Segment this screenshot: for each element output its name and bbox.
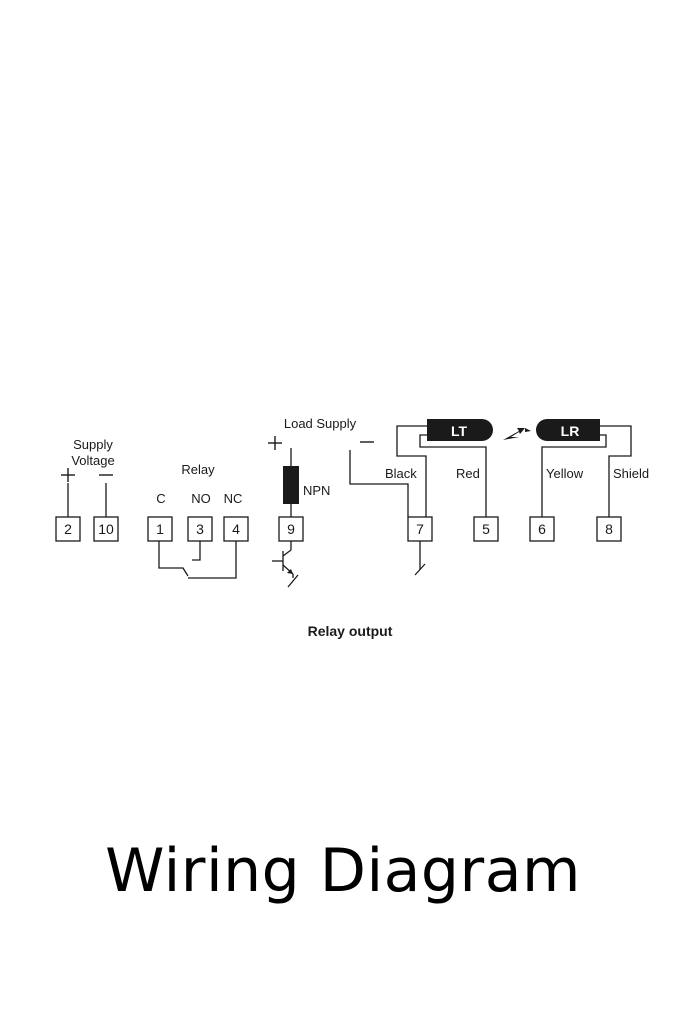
terminal-3: 3 (187, 516, 213, 542)
terminal-9: 9 (278, 516, 304, 542)
relay-label: Relay (181, 462, 215, 477)
page-title: Wiring Diagram (105, 836, 581, 906)
terminal-2: 2 (55, 516, 81, 542)
load-resistor (283, 466, 299, 504)
transmitter-label: LT (451, 423, 468, 439)
svg-text:4: 4 (232, 521, 240, 537)
diagram-caption: Relay output (308, 623, 393, 639)
terminal-4: 4 (223, 516, 249, 542)
svg-text:1: 1 (156, 521, 164, 537)
svg-text:10: 10 (98, 521, 114, 537)
load-supply-plus-sign (268, 436, 282, 450)
wire-red-label: Red (456, 466, 480, 481)
svg-text:7: 7 (416, 521, 424, 537)
svg-text:6: 6 (538, 521, 546, 537)
svg-text:8: 8 (605, 521, 613, 537)
npn-transistor-symbol (272, 541, 299, 588)
load-supply-negative-wire (349, 450, 409, 517)
light-beam-icon (503, 428, 531, 440)
relay-c-label: C (156, 491, 165, 506)
terminal-7: 7 (407, 516, 433, 542)
relay-no-label: NO (191, 491, 211, 506)
receiver-lr (536, 419, 600, 441)
relay-contact-wiring (158, 541, 237, 579)
terminal-6: 6 (529, 516, 555, 542)
ground-symbol (414, 541, 426, 576)
transmitter-lt (427, 419, 493, 441)
receiver-label: LR (561, 423, 580, 439)
load-supply-label: Load Supply (284, 416, 357, 431)
terminal-10: 10 (93, 516, 119, 542)
wire-shield-label: Shield (613, 466, 649, 481)
wire-black-label: Black (385, 466, 417, 481)
relay-nc-label: NC (224, 491, 243, 506)
terminal-1: 1 (147, 516, 173, 542)
svg-text:5: 5 (482, 521, 490, 537)
npn-label: NPN (303, 483, 330, 498)
supply-plus-sign (61, 468, 75, 482)
wire-yellow-label: Yellow (546, 466, 584, 481)
svg-text:9: 9 (287, 521, 295, 537)
terminal-5: 5 (473, 516, 499, 542)
supply-voltage-label: Supply (73, 437, 113, 452)
supply-voltage-label-2: Voltage (71, 453, 114, 468)
svg-text:2: 2 (64, 521, 72, 537)
terminal-8: 8 (596, 516, 622, 542)
svg-text:3: 3 (196, 521, 204, 537)
